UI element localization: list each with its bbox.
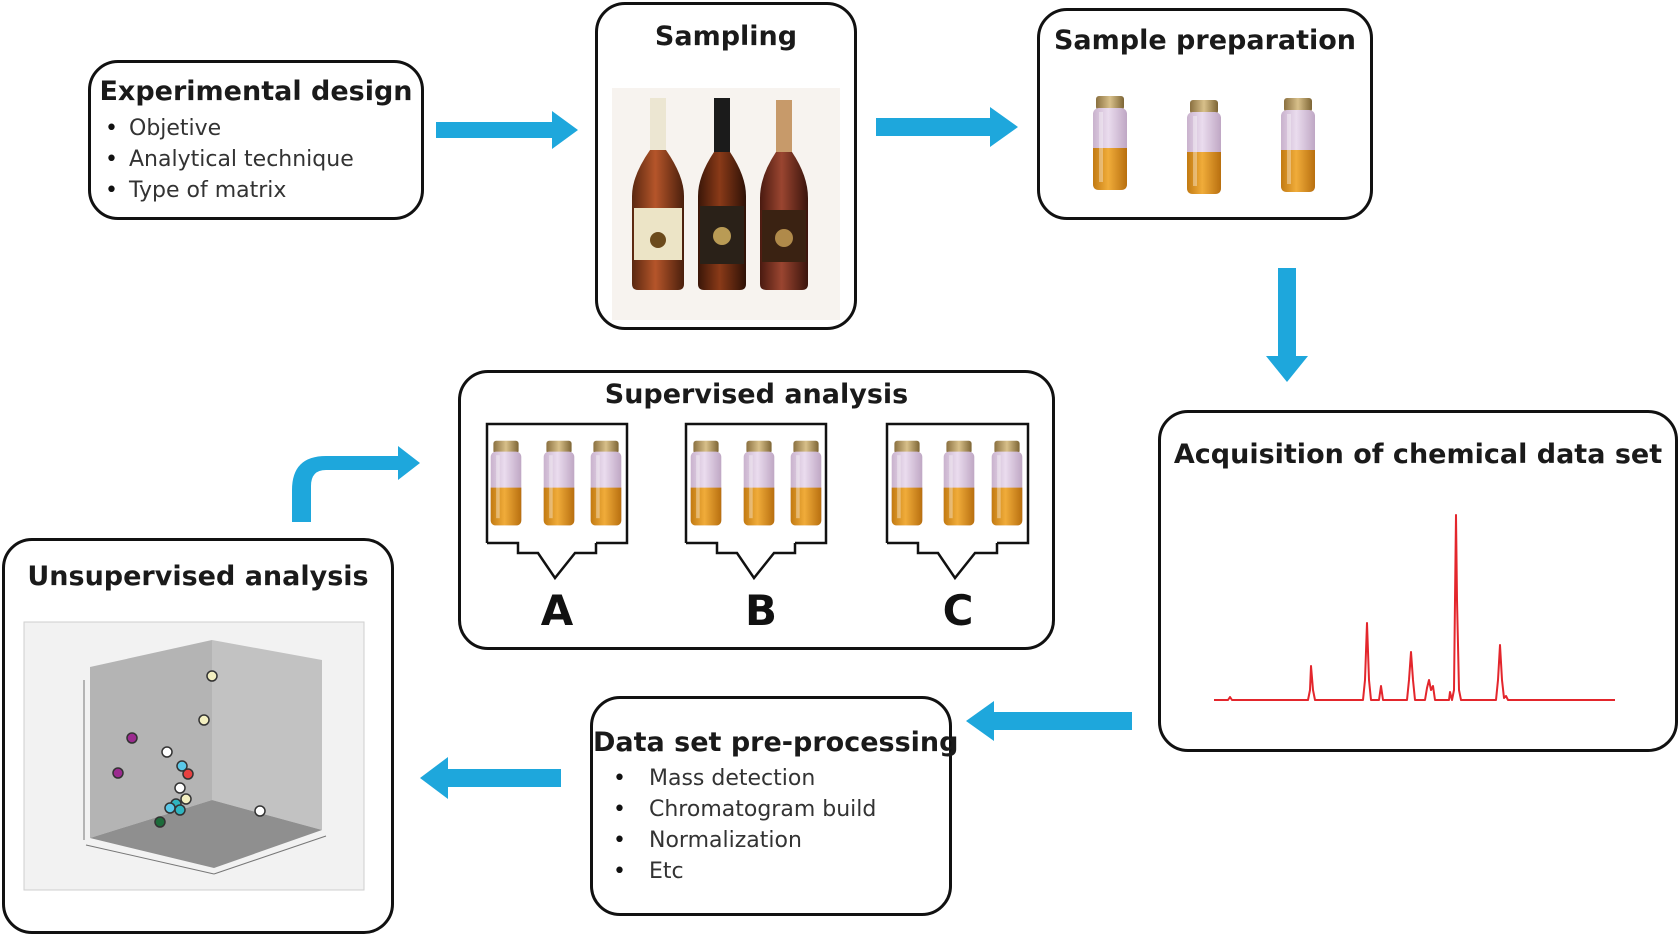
preprocessing-title: Data set pre-processing	[593, 727, 959, 758]
list-item: Chromatogram build	[607, 794, 876, 825]
arrow-sampling-to-preparation	[876, 107, 1018, 147]
arrow-preprocessing-to-unsupervised	[420, 757, 561, 799]
group-label-c: C	[942, 586, 974, 635]
chromatogram	[1214, 514, 1615, 701]
list-item: Mass detection	[607, 763, 876, 794]
pca-3d-scatter-plot	[23, 621, 365, 891]
group-label-a: A	[540, 586, 574, 635]
unsupervised-analysis-title: Unsupervised analysis	[27, 561, 369, 592]
sample-vials	[1093, 96, 1315, 194]
group-label-b: B	[744, 586, 777, 635]
list-item: Etc	[607, 856, 876, 887]
preprocessing-list: Mass detection Chromatogram build Normal…	[607, 763, 876, 887]
acquisition-title: Acquisition of chemical data set	[1173, 439, 1663, 470]
list-item: Objetive	[99, 113, 354, 144]
arrow-design-to-sampling	[436, 111, 578, 149]
list-item: Type of matrix	[99, 175, 354, 206]
sampling-title: Sampling	[654, 21, 798, 52]
group-a	[485, 422, 629, 581]
preprocessing-box: Data set pre-processing Mass detection C…	[590, 696, 959, 916]
group-c	[885, 422, 1030, 581]
acquisition-box: Acquisition of chemical data set	[1158, 410, 1678, 752]
experimental-design-box: Experimental design Objetive Analytical …	[88, 60, 424, 220]
group-b	[684, 422, 828, 581]
arrow-preparation-to-acquisition	[1266, 268, 1308, 382]
experimental-design-list: Objetive Analytical technique Type of ma…	[99, 113, 354, 206]
arrow-acquisition-to-preprocessing	[966, 701, 1132, 741]
arrow-unsupervised-to-supervised	[292, 446, 420, 522]
list-item: Analytical technique	[99, 144, 354, 175]
list-item: Normalization	[607, 825, 876, 856]
experimental-design-title: Experimental design	[99, 76, 413, 107]
supervised-analysis-title: Supervised analysis	[604, 379, 909, 410]
wine-bottles-image	[612, 88, 840, 320]
sample-preparation-title: Sample preparation	[1053, 25, 1357, 56]
